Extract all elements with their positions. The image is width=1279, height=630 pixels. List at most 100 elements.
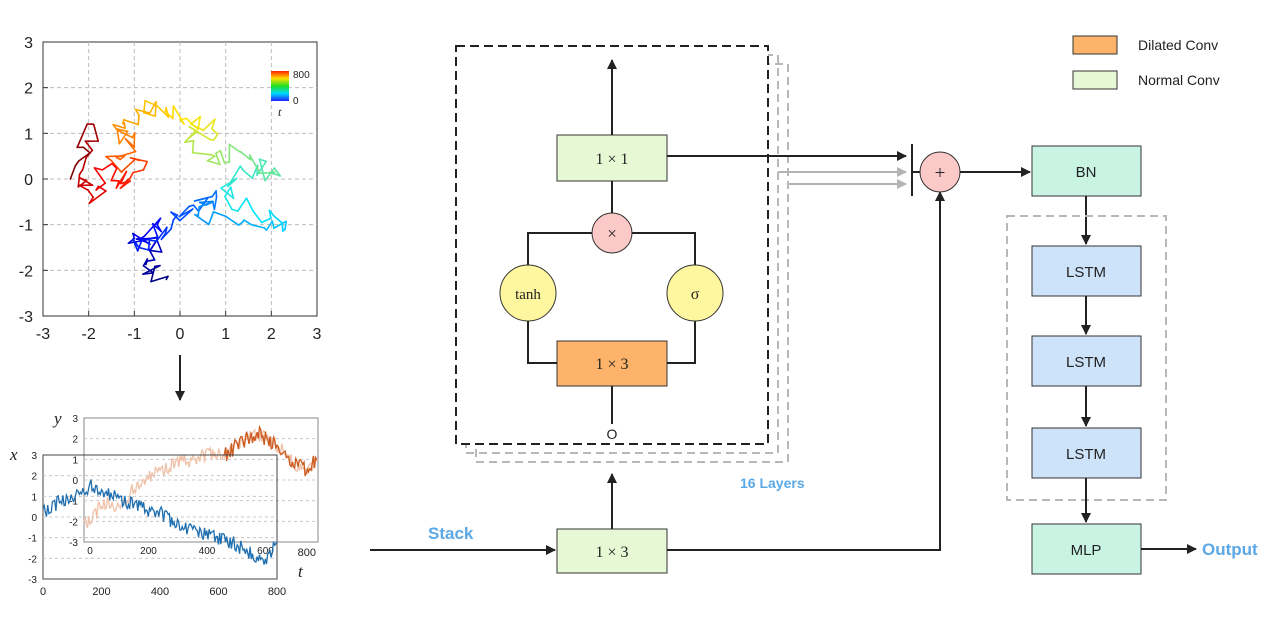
trajectory-segment [208, 211, 215, 226]
tanh-gate-label: tanh [515, 287, 541, 303]
trajectory-segment [111, 162, 118, 170]
series-x-tick-label: 400 [151, 586, 169, 598]
trajectory-segment [81, 156, 87, 171]
trajectory-segment [84, 140, 94, 152]
trajectory-segment [224, 195, 233, 211]
trajectory-segment [97, 185, 107, 192]
output-label: Output [1202, 540, 1258, 559]
trajectory-segment [112, 123, 126, 129]
trajectory-segment [115, 127, 129, 133]
series-y-tick-label: -2 [28, 554, 37, 565]
trajectory-segment [147, 239, 151, 251]
trajectory-segment [155, 226, 168, 242]
top-conv-block [556, 134, 668, 182]
trajectory-segment [273, 167, 281, 177]
trajectory-segment [148, 249, 163, 253]
sigma-to-multiply-line [632, 232, 696, 265]
trajectory-segment [156, 105, 170, 118]
lstm-block-1 [1031, 245, 1142, 297]
colorbar-max-label: 800 [293, 70, 310, 81]
trajectory-segment [188, 125, 212, 141]
mlp-block [1031, 523, 1142, 575]
trajectory-segment [273, 215, 284, 224]
y-series-axis-label: y [52, 409, 62, 428]
x-series-line [42, 479, 278, 565]
trajectory-segment [229, 186, 235, 200]
trajectory-segment [243, 219, 253, 226]
lstm-label-1: LSTM [1066, 264, 1106, 281]
y-tick-label: -3 [19, 309, 33, 326]
plus-symbol: + [935, 163, 946, 184]
dilated-conv-block [556, 340, 668, 387]
trajectory-segment [143, 217, 162, 237]
series-x-tick-label: 800 [268, 586, 286, 598]
stack-label: Stack [428, 524, 474, 543]
trajectory-segment [110, 167, 118, 182]
bn-label: BN [1076, 164, 1097, 181]
trajectory-segment [133, 132, 136, 144]
dilated-conv-label: 1 × 3 [595, 356, 628, 373]
trajectory-segment [164, 226, 168, 235]
trajectory-segment [149, 100, 157, 114]
input-conv-label: 1 × 3 [595, 544, 628, 561]
trajectory-segment [228, 143, 241, 153]
trajectory-segment [191, 151, 212, 156]
trajectory-segment [189, 115, 201, 125]
trajectory-segment [211, 200, 216, 211]
trajectory-segment [101, 162, 113, 171]
trajectory-segment [141, 236, 159, 241]
trajectory-segment [250, 224, 266, 229]
trajectory-segment [215, 150, 222, 155]
trajectory-segment [87, 189, 95, 199]
trajectory-segment [88, 196, 95, 205]
trajectory-segment [284, 220, 288, 231]
y-series-x-tick-label: 400 [199, 546, 216, 557]
trajectory-segment [77, 173, 81, 188]
x-tick-label: 2 [267, 326, 276, 343]
trajectory-segment [154, 100, 157, 117]
trajectory-segment [223, 161, 231, 164]
y-series-x-tick-label: 600 [257, 546, 274, 557]
trajectory-segment [124, 137, 137, 153]
trajectory-segment [236, 197, 248, 212]
trajectory-segment [248, 154, 261, 175]
trajectory-segment [197, 115, 201, 131]
colorbar: 800 0 t [271, 70, 310, 119]
x-tick-label: -1 [127, 326, 141, 343]
trajectory-segment [215, 152, 221, 166]
y-series-line [83, 424, 319, 529]
layers-count-label: 16 Layers [740, 475, 805, 491]
trajectory-segment [220, 187, 235, 200]
trajectory-segment [134, 108, 140, 116]
trajectory-segment [224, 186, 232, 198]
trajectory-segment [191, 139, 195, 154]
trajectory-segment [132, 238, 140, 249]
tanh-to-multiply-line [527, 232, 592, 265]
trajectory-segment [132, 169, 145, 174]
trajectory-segment [170, 218, 175, 231]
trajectory-segment [231, 208, 239, 212]
series-x-tick-label: 0 [40, 586, 46, 598]
series-x-tick-label: 600 [209, 586, 227, 598]
colorbar-label: t [278, 105, 282, 119]
trajectory-segment [178, 205, 190, 218]
trajectory-segment [226, 165, 242, 188]
x-tick-label: -3 [36, 326, 50, 343]
trajectory-path [69, 99, 288, 283]
trajectory-segment [258, 158, 268, 163]
trajectory-segment [192, 204, 200, 212]
trajectory-segment [206, 155, 216, 162]
y-tick-label: 3 [24, 35, 33, 52]
x-tick-label: 0 [176, 326, 185, 343]
trajectory-segment [171, 105, 175, 120]
trajectory-segment [78, 184, 89, 191]
trajectory-segment [156, 217, 162, 226]
trajectory-segment [105, 155, 126, 158]
trajectory-segment [259, 171, 276, 175]
trajectory-segment [194, 213, 210, 226]
trajectory-segment [110, 159, 123, 174]
trajectory-segment [93, 167, 104, 171]
